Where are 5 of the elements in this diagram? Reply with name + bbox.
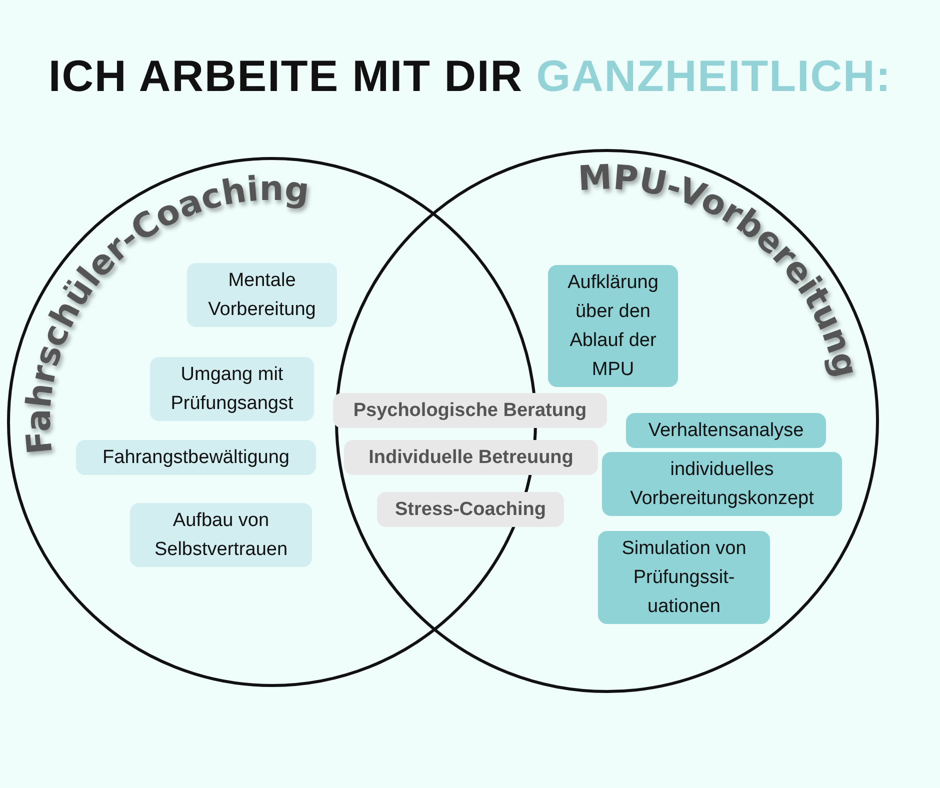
topic-label: Aufbau von Selbstvertrauen [130,503,312,567]
title: ICH ARBEITE MIT DIR GANZHEITLICH: [48,52,892,102]
topic-label: individuelles Vorbereitungskonzept [602,452,842,516]
topic-label: Simulation von Prüfungssit- uationen [598,531,770,624]
topic-label: Verhaltensanalyse [626,413,826,448]
